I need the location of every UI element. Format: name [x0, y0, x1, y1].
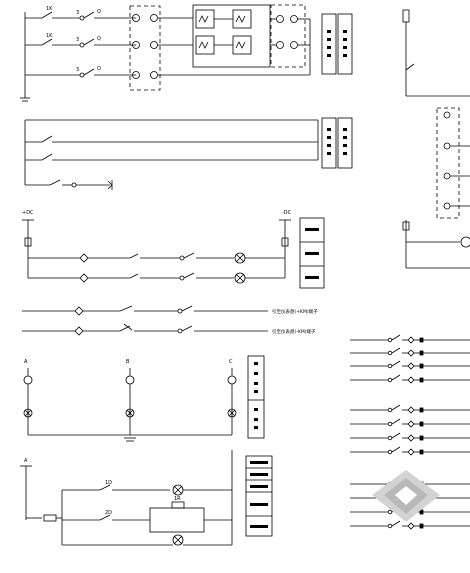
lamp-tag-c: C — [229, 359, 233, 365]
switch-tag-1: Q — [97, 9, 101, 15]
switch-tag-2: Q — [97, 36, 101, 42]
contact-row — [350, 360, 470, 370]
indicator-lamps-section: A B C — [23, 355, 265, 442]
contact-row — [350, 520, 470, 530]
second-control-block — [24, 117, 353, 190]
bottom-rail-tag: A — [24, 458, 28, 464]
lamp-tag-a: A — [24, 359, 28, 365]
branch-tag-2: 1K — [46, 33, 53, 39]
signal-lines-section: 引至仪表盘(+KM)端子 引至仪表盘(-KM)端子 — [22, 305, 318, 336]
lower-signal-text: 引至仪表盘(-KM)端子 — [272, 328, 316, 335]
contact-row — [350, 418, 470, 428]
contact-row — [350, 374, 470, 384]
contact-tag-1: 3 — [76, 10, 79, 16]
negative-rail-label: -DC — [282, 210, 292, 216]
contact-row — [350, 334, 470, 344]
contact-tag-2: 3 — [76, 37, 79, 43]
lamp-tag-b: B — [126, 359, 130, 365]
branch-tag-1: 1K — [46, 6, 53, 12]
contact-row — [350, 404, 470, 414]
positive-rail-label: +DC — [22, 210, 34, 216]
switch-tag-3: Q — [97, 66, 101, 72]
contact-row — [350, 347, 470, 357]
watermark-diamond-icon — [372, 470, 440, 522]
contact-tag-3: 3 — [76, 67, 79, 73]
top-left-control-block: 1K 1K Q Q Q 3 3 3 — [20, 4, 353, 102]
bottom-circuit-section: A 1D 2D 1R — [20, 450, 273, 546]
right-edge-circuit — [402, 9, 470, 269]
upper-signal-text: 引至仪表盘(+KM)端子 — [272, 308, 318, 315]
relay-tag-2: 2D — [105, 510, 112, 516]
resistor-tag: 1R — [174, 496, 181, 502]
power-supply-section: +DC -DC — [22, 210, 325, 289]
relay-tag-1: 1D — [105, 480, 112, 486]
contact-row — [350, 446, 470, 456]
contact-row — [350, 432, 470, 442]
